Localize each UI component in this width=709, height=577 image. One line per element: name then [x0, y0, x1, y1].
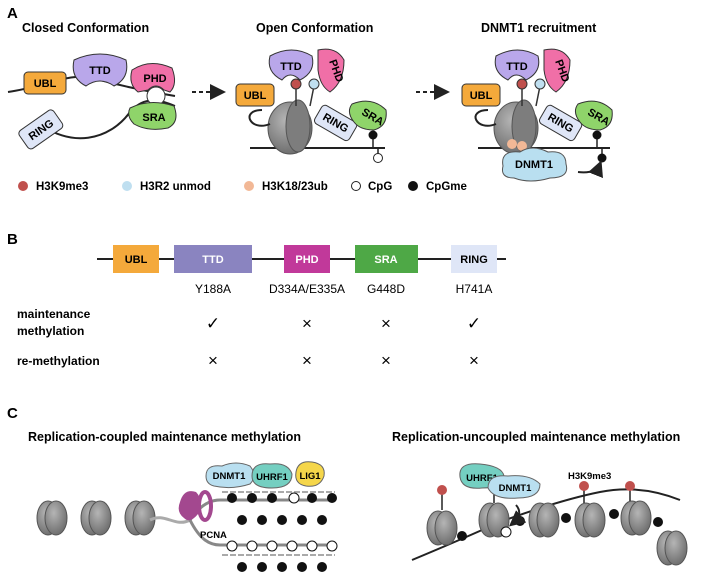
c-left-uhrf1 — [251, 463, 293, 489]
domain-ubl — [113, 245, 159, 273]
mark-maintenance-ring: ✓ — [467, 314, 481, 333]
recruit-dnmt1-label: DNMT1 — [515, 159, 553, 171]
closed-conformation-diagram: UBL TTD PHD SRA RING — [7, 53, 177, 150]
mutation-labels: Y188A D334A/E335A G448D H741A — [195, 282, 492, 296]
panel-label-b: B — [7, 231, 18, 248]
mutation-ttd: Y188A — [195, 282, 231, 296]
recruit-ubl-label: UBL — [470, 90, 493, 102]
recruit-ttd-shape — [494, 49, 540, 81]
recruit-dnmt1-shape — [502, 147, 568, 182]
closed-sra-shape — [128, 102, 177, 130]
domain-ring-label: RING — [460, 254, 488, 266]
domain-ttd — [174, 245, 252, 273]
mark-remethylation-ring: × — [469, 351, 479, 370]
recruit-ring-box — [539, 104, 583, 142]
closed-ubl-box — [23, 71, 67, 95]
domain-sra — [355, 245, 418, 273]
row-remethylation-label: re-methylation — [17, 354, 100, 368]
legend-cpgme-label: CpGme — [426, 181, 467, 193]
mutation-ring: H741A — [456, 282, 493, 296]
c-left-dnmt1-label: DNMT1 — [213, 471, 246, 482]
panel-label-a: A — [7, 5, 18, 22]
mark-maintenance-sra: × — [381, 314, 391, 333]
legend-h3k9me3-dot — [18, 181, 28, 191]
phenotype-table: maintenance methylation ✓ × × ✓ re-methy… — [17, 307, 481, 370]
closed-phd-label: PHD — [143, 73, 166, 85]
open-ring-box — [314, 104, 358, 142]
domain-sra-label: SRA — [374, 254, 397, 266]
mark-maintenance-ttd: ✓ — [206, 314, 220, 333]
row-maintenance-label-line2: methylation — [17, 324, 84, 338]
closed-ttd-shape — [72, 53, 128, 87]
c-left-lig1 — [295, 461, 325, 487]
panel-label-c: C — [7, 405, 18, 422]
legend-cpg-dot — [351, 181, 361, 191]
domain-ubl-label: UBL — [125, 254, 148, 266]
title-open-conformation: Open Conformation — [256, 21, 373, 35]
title-dnmt1-recruitment: DNMT1 recruitment — [481, 21, 597, 35]
open-phd-shape — [317, 48, 345, 93]
closed-ttd-label: TTD — [89, 65, 110, 77]
mark-remethylation-phd: × — [302, 351, 312, 370]
mark-remethylation-ttd: × — [208, 351, 218, 370]
recruit-ttd-label: TTD — [506, 61, 527, 73]
legend: H3K9me3 H3R2 unmod H3K18/23ub CpG CpGme — [18, 181, 467, 193]
legend-h3r2-dot — [122, 181, 132, 191]
legend-h3k9me3-label: H3K9me3 — [36, 181, 88, 193]
mark-remethylation-sra: × — [381, 351, 391, 370]
open-sra-shape — [348, 100, 387, 131]
replication-uncoupled-diagram: H3K9me3 UHRF1 DNMT1 — [411, 463, 688, 566]
closed-ubl-label: UBL — [34, 78, 57, 90]
title-replication-uncoupled: Replication-uncoupled maintenance methyl… — [392, 430, 680, 444]
mark-maintenance-phd: × — [302, 314, 312, 333]
closed-sra-label: SRA — [142, 112, 165, 124]
c-right-h3k9me3-label: H3K9me3 — [568, 471, 611, 482]
domain-phd — [284, 245, 330, 273]
closed-phd-shape — [130, 63, 176, 93]
c-right-dnmt1 — [487, 475, 541, 499]
replication-coupled-diagram: PCNA DNMT1 UHRF1 LIG1 — [36, 461, 338, 572]
pcna-ring — [178, 491, 201, 521]
legend-cpgme-dot — [408, 181, 418, 191]
domain-ttd-label: TTD — [202, 254, 223, 266]
c-left-uhrf1-label: UHRF1 — [256, 472, 288, 483]
legend-cpg-label: CpG — [368, 181, 392, 193]
c-right-dnmt1-label: DNMT1 — [499, 483, 532, 494]
mutation-sra: G448D — [367, 282, 405, 296]
domain-ring — [451, 245, 497, 273]
open-ubl-label: UBL — [244, 90, 267, 102]
open-conformation-diagram: UBL TTD PHD RING SRA — [235, 48, 387, 163]
c-right-uhrf1-label: UHRF1 — [466, 473, 498, 484]
recruit-sra-shape — [574, 100, 613, 131]
domain-phd-label: PHD — [295, 254, 318, 266]
pcna-label: PCNA — [200, 530, 227, 541]
title-replication-coupled: Replication-coupled maintenance methylat… — [28, 430, 301, 444]
title-closed-conformation: Closed Conformation — [22, 21, 149, 35]
open-ubl-box — [235, 83, 275, 107]
recruit-ubl-box — [461, 83, 501, 107]
recruit-phd-shape — [543, 48, 571, 93]
domain-map: UBL TTD PHD SRA RING — [113, 245, 497, 273]
legend-h3k18-dot — [244, 181, 254, 191]
c-left-lig1-label: LIG1 — [299, 471, 321, 482]
open-ttd-shape — [268, 49, 314, 81]
open-ttd-label: TTD — [280, 61, 301, 73]
row-maintenance-label-line1: maintenance — [17, 307, 91, 321]
legend-h3k18-label: H3K18/23ub — [262, 181, 328, 193]
closed-ring-box — [18, 109, 64, 150]
legend-h3r2-label: H3R2 unmod — [140, 181, 211, 193]
mutation-phd: D334A/E335A — [269, 282, 345, 296]
recruitment-diagram: UBL TTD PHD RING SRA DNMT1 — [461, 48, 613, 182]
